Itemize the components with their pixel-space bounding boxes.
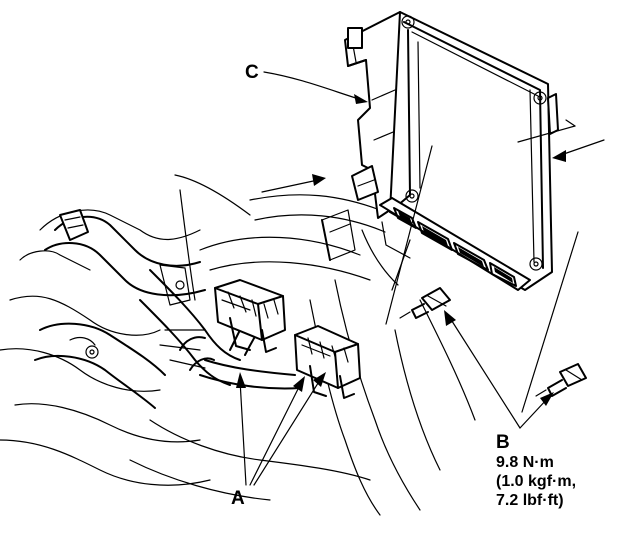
ecm-bracket-icon [321, 11, 559, 291]
leader-lines [236, 71, 605, 486]
bolt-icon [399, 287, 451, 319]
callout-label-b: B [496, 432, 510, 453]
callout-label-a: A [231, 488, 245, 509]
connector-icon [294, 325, 361, 399]
callout-label-b-block: B 9.8 N·m (1.0 kgf·m, 7.2 lbf·ft) [496, 432, 576, 510]
engine-bay-background [0, 174, 476, 516]
torque-spec-lbfft: 7.2 lbf·ft) [496, 492, 564, 509]
torque-spec-kgfm: (1.0 kgf·m, [496, 473, 577, 490]
callout-label-c: C [245, 62, 259, 83]
connector-icon [214, 279, 286, 353]
bolt-icon [535, 363, 587, 397]
torque-spec-nm: 9.8 N·m [496, 454, 554, 471]
